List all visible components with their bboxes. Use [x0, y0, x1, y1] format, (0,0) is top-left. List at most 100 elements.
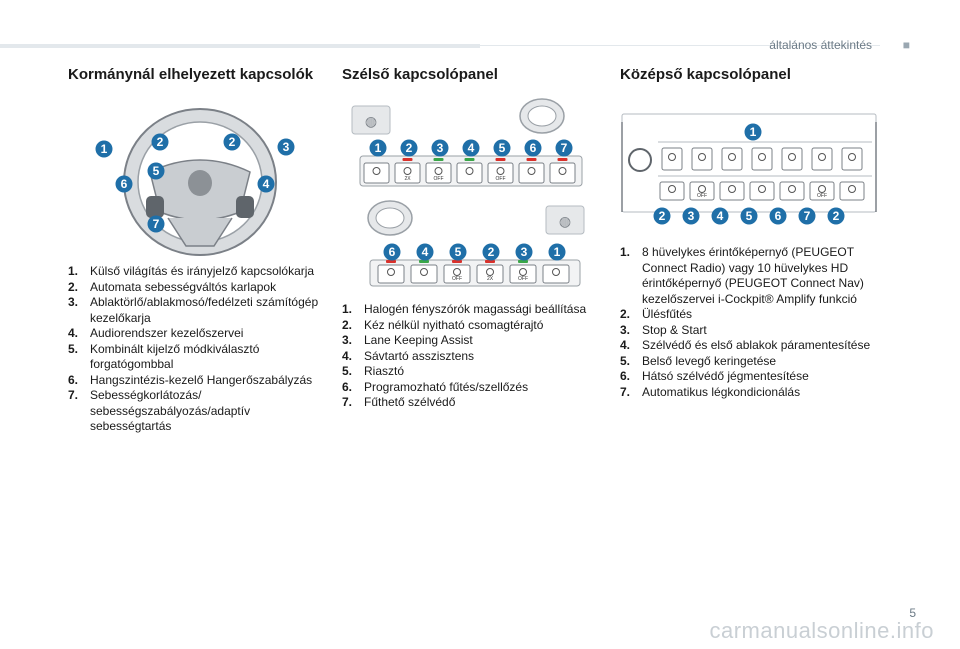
switch-label: OFF [496, 176, 506, 182]
callout-badge: 5 [493, 139, 511, 157]
car-icon-top [351, 105, 391, 135]
section-title: Kormánynál elhelyezett kapcsolók [68, 66, 314, 83]
list-item-text: Riasztó [364, 364, 405, 378]
callout-badge: 1 [369, 139, 387, 157]
list-item-number: 4. [68, 326, 79, 340]
switch-symbol-icon [668, 153, 676, 161]
callout-badge: 7 [798, 207, 816, 225]
list-item-text: Ülésfűtés [642, 307, 693, 321]
callout-badge: 6 [524, 139, 542, 157]
volume-knob [628, 148, 652, 172]
panel-switch [841, 147, 863, 171]
switch-symbol-icon [420, 268, 428, 276]
callout-badge: 6 [383, 243, 401, 261]
chapter-marker: ■ [902, 38, 910, 52]
side-panel-list: 1. Halogén fényszórók magassági beállítás… [342, 302, 604, 411]
list-item: 5.Belső levegő keringetése [620, 354, 892, 370]
switch-symbol-icon [453, 268, 461, 276]
list-item: 6.Hátsó szélvédő jégmentesítése [620, 369, 892, 385]
list-item-number: 7. [342, 395, 353, 409]
car-icon-bottom [545, 205, 585, 235]
status-led [518, 260, 528, 263]
list-item-text: Sávtartó asszisztens [364, 348, 475, 363]
list-item-text: Halogén fényszórók magassági beállítása [364, 302, 587, 316]
callout-badge: 2 [223, 133, 241, 151]
status-led [419, 260, 429, 263]
callout-badge: 2 [400, 139, 418, 157]
panel-switch [518, 158, 545, 184]
list-item-text: Szélvédő és első ablakok páramentesítése [642, 338, 871, 352]
callout-number: 3 [283, 140, 290, 154]
panel-switch [751, 147, 773, 171]
wheel-icon-top: ◍ [365, 113, 377, 129]
status-led [495, 158, 506, 161]
panel-switch [839, 181, 865, 201]
list-item-text: 8 hüvelykes érintőképernyő (PEUGEOT Conn… [642, 245, 864, 306]
panel-switch [661, 147, 683, 171]
list-item-text: Audiorendszer kezelőszervei [90, 326, 244, 340]
switch-symbol-icon [788, 153, 796, 161]
switch-label: OFF [518, 276, 528, 282]
list-item: 2.Kéz nélkül nyitható csomagtérajtó [342, 318, 604, 334]
switch-symbol-icon [519, 268, 527, 276]
list-item: 4. Szélvédő és első ablakok páramentesíté… [620, 338, 892, 354]
list-item: 1. Halogén fényszórók magassági beállítás… [342, 302, 604, 318]
callout-badge: 2 [482, 243, 500, 261]
panel-switch: 2X [476, 260, 504, 284]
wheel-button-cluster-left [146, 196, 164, 218]
list-item-number: 2. [68, 279, 79, 294]
panel-switch: OFF [425, 158, 452, 184]
wheel-icon-bottom: ◍ [559, 213, 571, 229]
callout-badge: 3 [515, 243, 533, 261]
watermark: carmanualsonline.info [709, 618, 934, 643]
list-item-number: 4. [620, 338, 631, 352]
list-item: 6.Programozható fűtés/szellőzés [342, 380, 604, 396]
switch-label: 2X [487, 276, 494, 282]
panel-switch [811, 147, 833, 171]
list-item-number: 3. [620, 322, 631, 337]
list-item-number: 1. [342, 302, 353, 316]
list-item-number: 2. [620, 307, 631, 321]
switch-label: OFF [434, 176, 444, 182]
callout-number: 4 [422, 245, 429, 259]
callout-badge: 3 [682, 207, 700, 225]
switch-symbol-icon [818, 185, 826, 193]
panel-switch: 2X [394, 158, 421, 184]
switch-symbol-icon [558, 167, 567, 175]
list-item: 7.Fűthető szélvédő [342, 395, 604, 411]
panel-switch: OFF [809, 181, 835, 201]
callout-badge: 7 [555, 139, 573, 157]
callout-badge: 7 [147, 215, 165, 233]
list-item-text: Kombinált kijelző módkiválasztó forgatóg… [90, 341, 260, 372]
status-led [452, 260, 462, 263]
list-item-text: Programozható fűtés/szellőzés [364, 379, 529, 394]
callout-number: 4 [717, 209, 724, 223]
list-item: 4.Sávtartó asszisztens [342, 349, 604, 365]
switch-symbol-icon [465, 167, 474, 175]
callout-number: 5 [455, 245, 462, 259]
list-item-text: Kéz nélkül nyitható csomagtérajtó [364, 317, 544, 332]
callout-badge: 6 [115, 175, 133, 193]
panel-switch [779, 181, 805, 201]
list-item-number: 6. [68, 372, 79, 387]
switch-symbol-icon [848, 185, 856, 193]
switch-symbol-icon [552, 268, 560, 276]
list-item-text: Hátsó szélvédő jégmentesítése [642, 369, 809, 383]
list-item-number: 3. [68, 295, 79, 309]
callout-number: 2 [488, 245, 495, 259]
switch-symbol-icon [698, 153, 706, 161]
list-item: 4. Audiorendszer kezelőszervei [68, 326, 330, 342]
callout-number: 6 [530, 141, 537, 155]
steering-controls-list: 1.Külső világítás és irányjelző kapcsoló… [68, 264, 330, 435]
list-item: 2. Ülésfűtés [620, 307, 892, 323]
mini-wheel-top [519, 98, 565, 134]
list-item-number: 1. [620, 245, 631, 259]
list-item: 5.Riasztó [342, 364, 604, 380]
status-led [526, 158, 537, 161]
switch-label: 2X [404, 176, 411, 182]
panel-switch: OFF [487, 158, 514, 184]
mini-wheel-bottom [367, 200, 413, 236]
callout-number: 2 [157, 135, 164, 149]
chapter-title: általános áttekintés [769, 38, 872, 52]
